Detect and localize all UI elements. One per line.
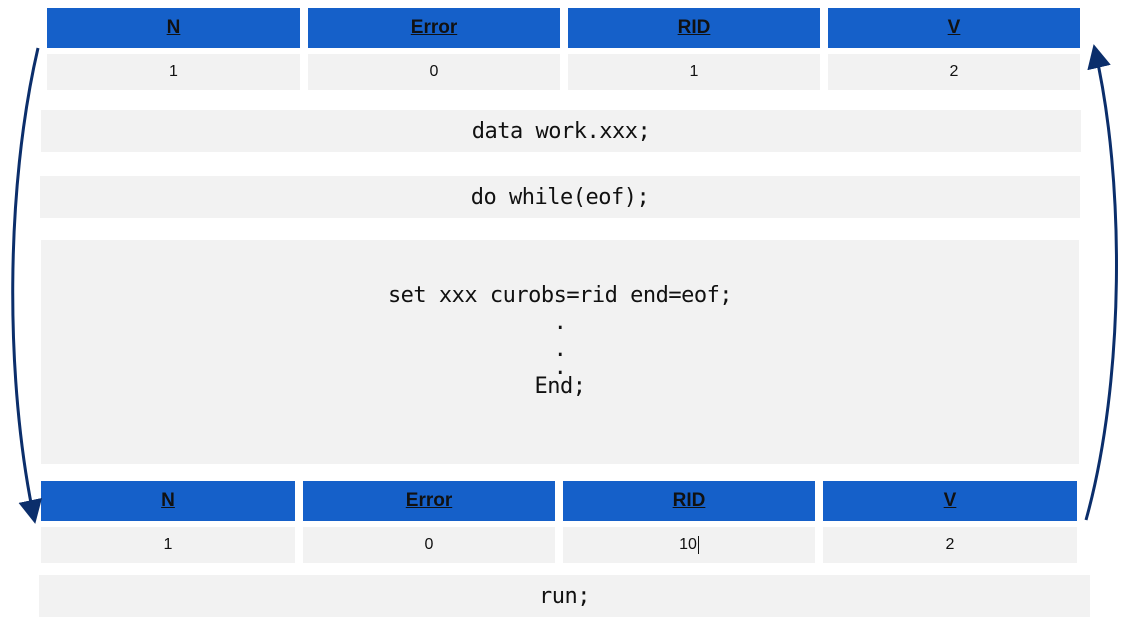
do-while-statement-text: do while(eof); xyxy=(470,184,650,210)
bottom-header-rid: RID xyxy=(563,481,815,521)
top-header-n: N xyxy=(47,8,300,48)
top-value-n: 1 xyxy=(47,54,300,90)
bottom-value-error: 0 xyxy=(303,527,555,563)
bottom-table-value-row: 1 0 10 2 xyxy=(41,527,1077,563)
top-value-error: 0 xyxy=(308,54,560,90)
ellipsis-dot-2: . xyxy=(553,337,567,362)
run-statement: run; xyxy=(39,575,1090,617)
top-header-v: V xyxy=(828,8,1080,48)
top-value-rid: 1 xyxy=(568,54,820,90)
end-statement: End; xyxy=(534,374,586,399)
left-loop-arrow xyxy=(11,47,43,524)
bottom-header-error: Error xyxy=(303,481,555,521)
bottom-value-v: 2 xyxy=(823,527,1077,563)
top-header-error: Error xyxy=(308,8,560,48)
bottom-value-rid-cell: 10 xyxy=(563,527,815,563)
data-statement-text: data work.xxx; xyxy=(471,118,651,144)
loop-body-block: set xxx curobs=rid end=eof; . . . End; xyxy=(41,240,1079,464)
bottom-table-header-row: N Error RID V xyxy=(41,481,1077,521)
top-table-value-row: 1 0 1 2 xyxy=(47,54,1080,90)
bottom-value-n: 1 xyxy=(41,527,295,563)
bottom-value-rid: 10 xyxy=(679,536,697,553)
do-while-statement: do while(eof); xyxy=(40,176,1080,218)
ellipsis-dot-3: . xyxy=(553,355,567,380)
top-table-header-row: N Error RID V xyxy=(47,8,1080,48)
data-statement: data work.xxx; xyxy=(41,110,1081,152)
top-header-rid: RID xyxy=(568,8,820,48)
ellipsis-dot-1: . xyxy=(553,310,567,335)
bottom-header-n: N xyxy=(41,481,295,521)
top-value-v: 2 xyxy=(828,54,1080,90)
set-statement: set xxx curobs=rid end=eof; xyxy=(387,283,733,308)
text-cursor xyxy=(697,536,699,554)
right-loop-arrow xyxy=(1084,44,1118,521)
bottom-header-v: V xyxy=(823,481,1077,521)
run-statement-text: run; xyxy=(539,583,590,609)
